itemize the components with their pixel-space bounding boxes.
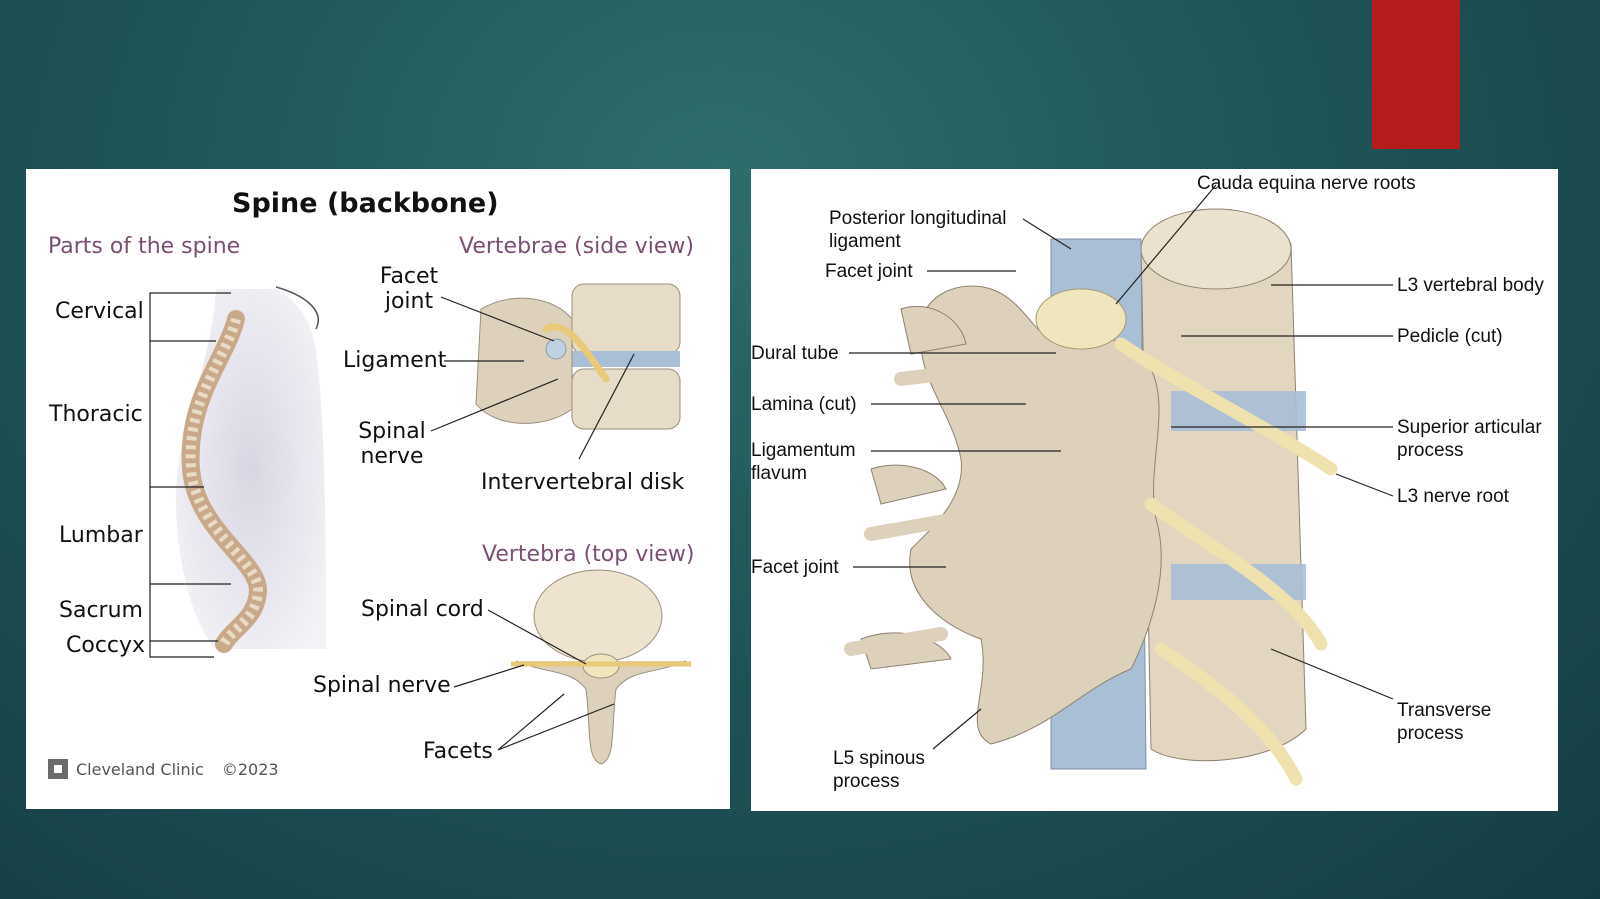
region-brackets xyxy=(149,292,231,658)
pedicle-label: Pedicle (cut) xyxy=(1397,326,1503,347)
top-view-heading: Vertebra (top view) xyxy=(482,542,695,567)
region-label-sacrum: Sacrum xyxy=(59,598,143,623)
dural-tube-label: Dural tube xyxy=(751,343,839,364)
top-view-vertebra xyxy=(511,569,691,765)
parts-of-spine-heading: Parts of the spine xyxy=(48,234,241,259)
cauda-equina-label: Cauda equina nerve roots xyxy=(1197,173,1416,194)
lamina-label: Lamina (cut) xyxy=(751,394,857,415)
cleveland-clinic-logo-icon xyxy=(48,759,68,779)
region-label-coccyx: Coccyx xyxy=(66,633,146,658)
leader-lines xyxy=(430,296,635,751)
l3-nerve-root-label: L3 nerve root xyxy=(1397,486,1509,507)
facet-joint-upper-label: Facet joint xyxy=(825,261,913,282)
side-view-vertebrae xyxy=(475,283,681,430)
facets-label: Facets xyxy=(423,739,493,764)
ligamentum-flavum-label: Ligamentum flavum xyxy=(751,440,856,484)
spinal-nerve-top-label: Spinal nerve xyxy=(313,673,451,698)
spinal-nerve-side-label: Spinal nerve xyxy=(358,419,426,469)
posterior-elements xyxy=(860,285,1162,745)
diagram-title: Spine (backbone) xyxy=(232,188,499,219)
leader-lines xyxy=(849,184,1394,750)
facet-joint-lower-label: Facet joint xyxy=(751,557,839,578)
region-label-thoracic: Thoracic xyxy=(49,402,143,427)
credit-name: Cleveland Clinic xyxy=(76,759,204,779)
vertebral-bodies xyxy=(1140,208,1307,762)
l3-vertebral-body-label: L3 vertebral body xyxy=(1397,275,1544,296)
intervertebral-disk-label: Intervertebral disk xyxy=(481,470,685,495)
accent-bar xyxy=(1372,0,1460,149)
spine-column xyxy=(181,310,268,653)
copyright: ©2023 xyxy=(221,759,279,779)
cauda-equina-cross-section xyxy=(1035,288,1127,350)
spine-overview-panel: Spine (backbone) Parts of the spine Vert… xyxy=(26,169,730,809)
facet-joint-label: Facet joint xyxy=(379,264,439,314)
posterior-longitudinal-ligament-label: Posterior longitudinal ligament xyxy=(829,208,1007,252)
ligament-label: Ligament xyxy=(343,348,447,373)
lumbar-anatomy-panel: Cauda equina nerve roots Posterior longi… xyxy=(751,169,1558,811)
transverse-process-label: Transverse process xyxy=(1397,700,1492,744)
region-label-cervical: Cervical xyxy=(55,299,144,324)
nerve-roots xyxy=(1114,337,1338,786)
spine-overview-illustration xyxy=(149,283,691,765)
spinal-cord-label: Spinal cord xyxy=(361,597,484,622)
l5-spinous-process-label: L5 spinous process xyxy=(833,748,925,792)
superior-articular-process-label: Superior articular process xyxy=(1397,417,1542,461)
credit-line: Cleveland Clinic ©2023 xyxy=(48,759,279,779)
region-label-lumbar: Lumbar xyxy=(59,523,143,548)
lumbar-anatomy-illustration xyxy=(844,184,1394,786)
transverse-processes xyxy=(844,362,988,656)
side-view-heading: Vertebrae (side view) xyxy=(459,234,694,259)
